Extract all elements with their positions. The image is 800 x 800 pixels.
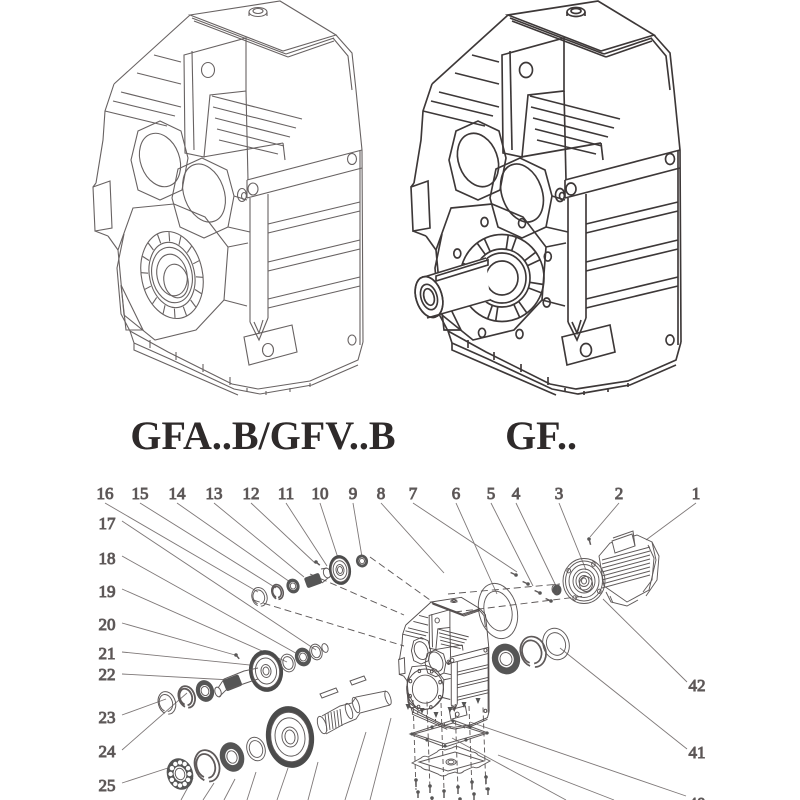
svg-text:16: 16: [97, 484, 114, 503]
svg-text:2: 2: [615, 484, 624, 503]
svg-text:21: 21: [99, 644, 116, 663]
svg-text:18: 18: [99, 549, 116, 568]
svg-text:40: 40: [689, 794, 706, 800]
svg-text:10: 10: [312, 484, 329, 503]
svg-text:3: 3: [555, 484, 564, 503]
svg-text:7: 7: [409, 484, 418, 503]
svg-text:12: 12: [243, 484, 260, 503]
svg-text:5: 5: [487, 484, 496, 503]
svg-text:13: 13: [206, 484, 223, 503]
svg-text:20: 20: [99, 615, 116, 634]
svg-text:41: 41: [689, 743, 706, 762]
svg-text:9: 9: [349, 484, 358, 503]
svg-text:15: 15: [132, 484, 149, 503]
svg-text:GFA..B/GFV..B: GFA..B/GFV..B: [130, 413, 395, 458]
svg-text:GF..: GF..: [505, 413, 577, 458]
svg-text:17: 17: [99, 514, 117, 533]
svg-text:22: 22: [99, 665, 116, 684]
svg-text:23: 23: [99, 708, 116, 727]
svg-text:42: 42: [689, 676, 706, 695]
svg-text:1: 1: [692, 484, 701, 503]
svg-text:4: 4: [512, 484, 521, 503]
svg-text:14: 14: [169, 484, 187, 503]
svg-text:6: 6: [452, 484, 461, 503]
svg-text:19: 19: [99, 582, 116, 601]
svg-text:24: 24: [99, 742, 117, 761]
svg-text:25: 25: [99, 776, 116, 795]
svg-text:11: 11: [278, 484, 294, 503]
svg-text:8: 8: [377, 484, 386, 503]
